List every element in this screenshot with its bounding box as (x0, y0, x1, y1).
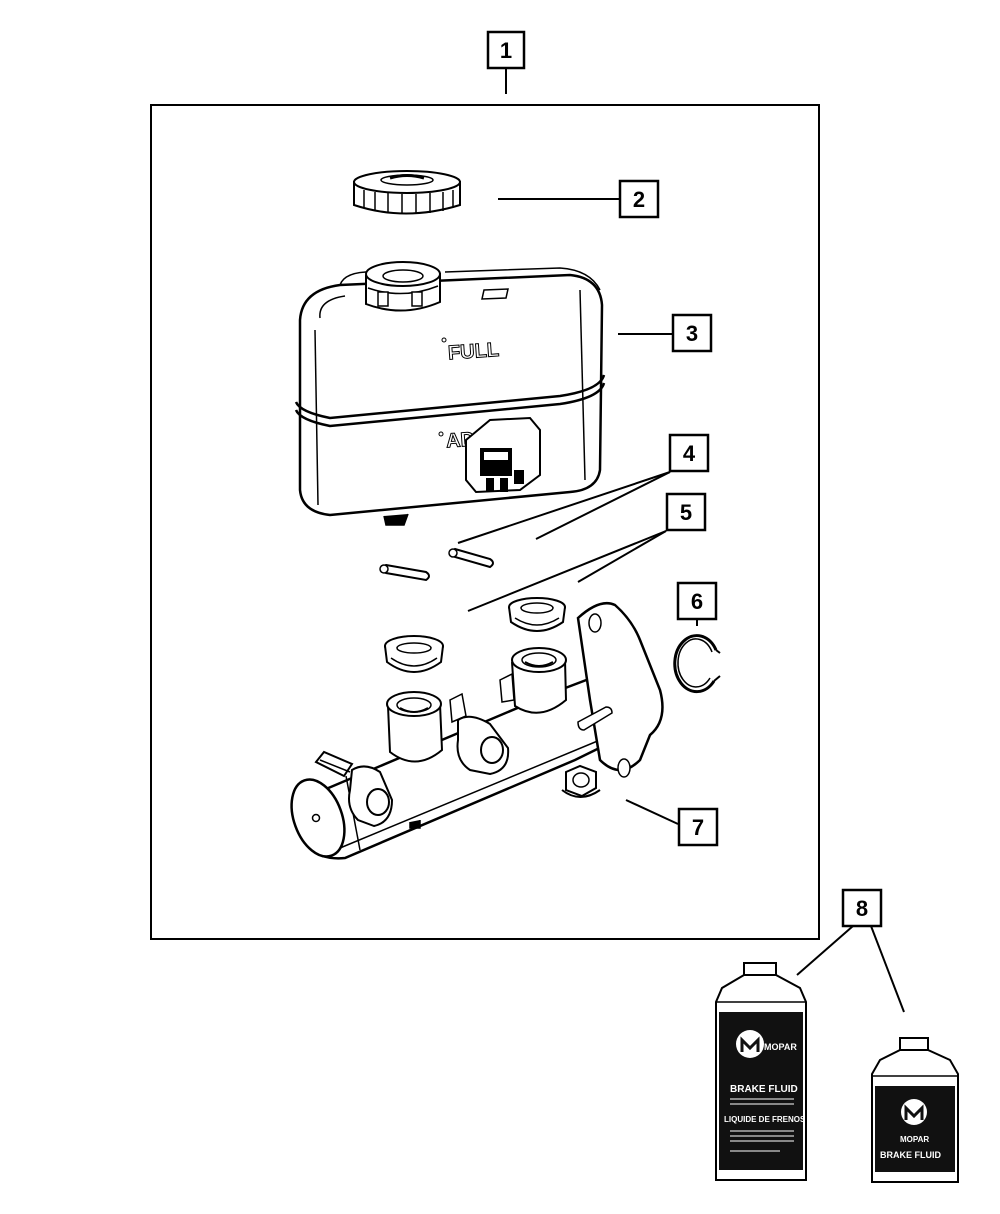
callout-3[interactable]: 3 (618, 313, 713, 353)
callout-5-label: 5 (680, 500, 692, 525)
callout-4[interactable]: 4 (457, 433, 710, 544)
retaining-pin[interactable] (379, 563, 430, 582)
callout-7[interactable]: 7 (625, 799, 719, 847)
callout-2-label: 2 (633, 187, 645, 212)
callout-7-label: 7 (692, 815, 704, 840)
snap-ring[interactable] (673, 634, 721, 694)
bottle-large-product-fr: LIQUIDE DE FRENOS (724, 1115, 806, 1124)
callout-4-label: 4 (683, 441, 696, 466)
callout-2[interactable]: 2 (498, 179, 660, 219)
reservoir-grommet[interactable] (384, 635, 444, 673)
callout-8[interactable]: 8 (796, 888, 905, 1013)
retaining-pin[interactable] (448, 547, 494, 569)
brake-fluid-bottle-large[interactable]: MOPAR BRAKE FLUID LIQUIDE DE FRENOS (715, 962, 807, 1181)
bottle-large-product: BRAKE FLUID (730, 1084, 798, 1095)
callout-8-label: 8 (856, 896, 868, 921)
master-cylinder[interactable] (282, 601, 664, 864)
callout-6[interactable]: 6 (676, 581, 718, 626)
callout-1-label: 1 (500, 38, 512, 63)
callout-1[interactable]: 1 (486, 30, 526, 94)
assembly-frame (150, 104, 820, 940)
brake-fluid-bottle-small[interactable]: MOPAR BRAKE FLUID (871, 1037, 959, 1183)
callout-6-label: 6 (691, 589, 703, 614)
flange-nut[interactable] (561, 764, 601, 798)
bottle-small-product: BRAKE FLUID (880, 1150, 941, 1160)
bottle-large-brand: MOPAR (764, 1042, 797, 1052)
callout-3-label: 3 (686, 321, 698, 346)
reservoir-full-mark: FULL (447, 339, 500, 365)
reservoir-grommet[interactable] (508, 597, 566, 632)
reservoir-cap[interactable] (353, 170, 461, 215)
bottle-small-brand: MOPAR (900, 1135, 929, 1144)
callout-5[interactable]: 5 (467, 492, 707, 612)
brake-fluid-reservoir[interactable]: FULL ADD (294, 261, 606, 526)
